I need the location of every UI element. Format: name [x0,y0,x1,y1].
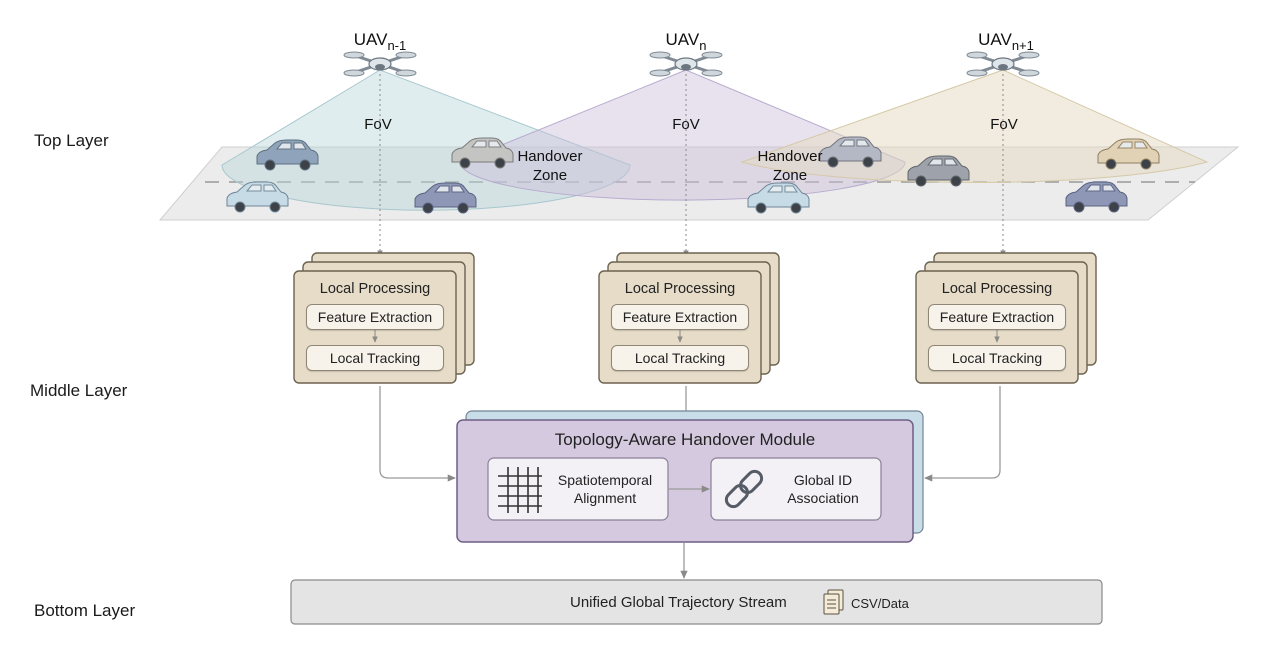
handover-zone-left: Handover Zone [517,148,583,184]
local-tracking-box: Local Tracking [611,345,749,371]
feature-extraction-box: Feature Extraction [611,304,749,330]
feature-extraction-box: Feature Extraction [928,304,1066,330]
fov-label-left: FoV [364,116,392,133]
document-icon [823,589,844,615]
uav-label-right: UAVn+1 [978,30,1034,53]
middle-layer-label: Middle Layer [30,381,128,400]
association-text: Global ID Association [787,472,859,506]
grid-icon [498,467,542,513]
uav-label-middle: UAVn [665,30,707,53]
local-processing-title: Local Processing [624,281,736,297]
output-stream-label: Unified Global Trajectory Stream [570,594,787,611]
alignment-text: Spatiotemporal Alignment [557,472,653,506]
handover-zone-right: Handover Zone [757,148,823,184]
local-processing-title: Local Processing [941,281,1053,297]
link-icon [724,469,764,509]
fov-label-middle: FoV [672,116,700,133]
connector-right [924,386,1001,482]
association-box [710,457,882,521]
output-format-label: CSV/Data [851,596,909,611]
local-tracking-box: Local Tracking [306,345,444,371]
module-title: Topology-Aware Handover Module [554,430,816,449]
fov-label-right: FoV [990,116,1018,133]
feature-extraction-box: Feature Extraction [306,304,444,330]
output-stream-bar [290,579,1103,625]
local-processing-title: Local Processing [319,281,431,297]
top-layer-label: Top Layer [34,131,109,150]
uav-label-left: UAVn-1 [353,30,407,53]
bottom-layer-label: Bottom Layer [34,601,136,620]
local-tracking-box: Local Tracking [928,345,1066,371]
connector-left [379,386,456,482]
